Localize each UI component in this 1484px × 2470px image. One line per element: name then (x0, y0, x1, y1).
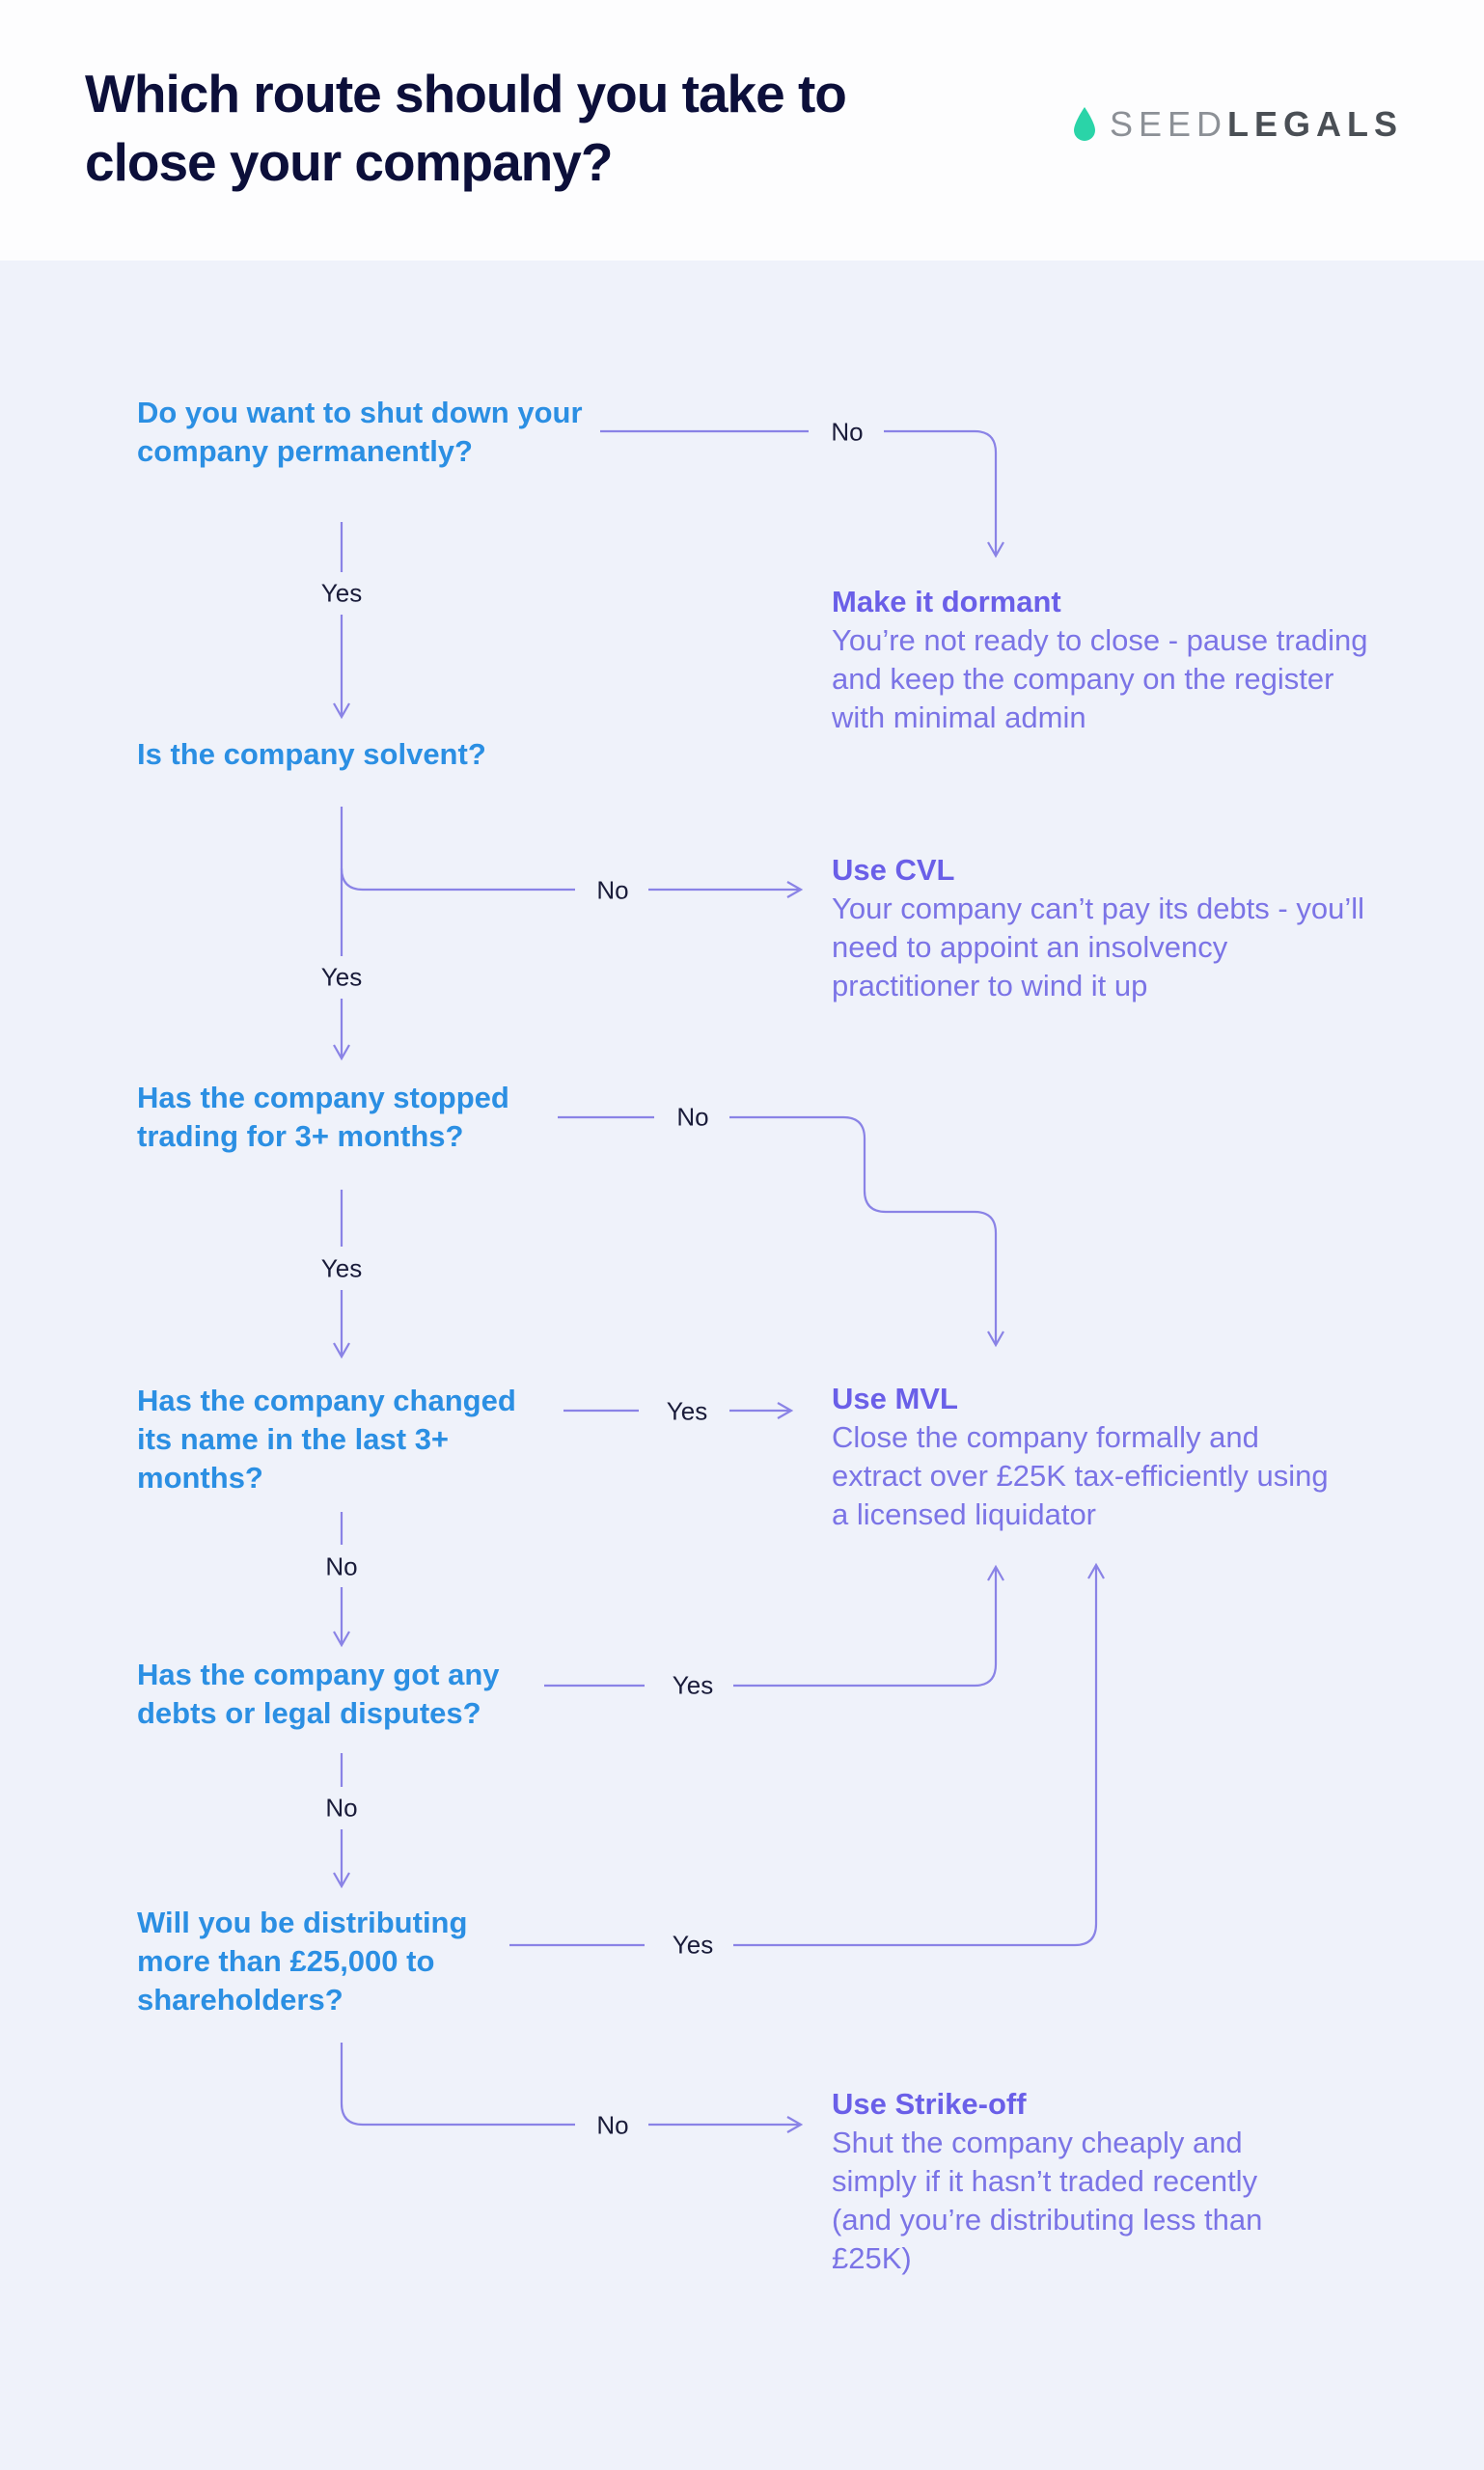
edge-q6-no (340, 2043, 801, 2125)
edge-label-q6-yes: Yes (672, 1930, 714, 1960)
question-debts-or-disputes: Has the company got any debts or legal d… (137, 1658, 500, 1730)
question-shut-down-permanently: Do you want to shut down your company pe… (137, 396, 583, 468)
logo-text-seed: SEED (1110, 104, 1228, 144)
outcome-description: Close the company formally and extract o… (832, 1420, 1329, 1531)
outcome-title: Use CVL (832, 853, 955, 887)
outcome-use-mvl: Use MVL Close the company formally and e… (832, 1380, 1333, 1534)
outcome-make-dormant: Make it dormant You’re not ready to clos… (832, 583, 1372, 737)
header: Which route should you take to close you… (0, 0, 1484, 261)
edge-label-q4-yes: Yes (666, 1396, 708, 1426)
outcome-use-cvl: Use CVL Your company can’t pay its debts… (832, 851, 1372, 1005)
page-title: Which route should you take to close you… (85, 64, 847, 192)
edge-label-q1-yes: Yes (320, 578, 363, 608)
logo-text: SEEDLEGALS (1110, 104, 1403, 145)
edge-label-q1-no: No (831, 417, 864, 447)
outcome-description: Shut the company cheaply and simply if i… (832, 2126, 1263, 2275)
outcome-description: You’re not ready to close - pause tradin… (832, 623, 1368, 734)
outcome-title: Make it dormant (832, 585, 1061, 618)
edge-label-q4-no: No (325, 1551, 358, 1581)
outcome-use-strike-off: Use Strike-off Shut the company cheaply … (832, 2085, 1314, 2278)
edge-label-q2-no: No (596, 875, 629, 905)
edge-label-q5-no: No (325, 1793, 358, 1823)
edge-q6-yes (509, 1565, 1096, 1947)
edge-q2-no (340, 807, 801, 890)
edge-label-q3-yes: Yes (320, 1253, 363, 1283)
edge-label-q5-yes: Yes (672, 1670, 714, 1700)
edge-q1-no (600, 429, 996, 556)
outcome-title: Use Strike-off (832, 2087, 1027, 2121)
drop-icon (1074, 107, 1095, 141)
question-changed-name: Has the company changed its name in the … (137, 1384, 516, 1495)
edge-q3-no (558, 1115, 996, 1345)
logo-text-legals: LEGALS (1227, 104, 1404, 144)
question-distributing-over-25000: Will you be distributing more than £25,0… (137, 1906, 468, 2017)
question-company-solvent: Is the company solvent? (137, 737, 486, 771)
edge-label-q2-yes: Yes (320, 962, 363, 992)
edge-label-q3-no: No (676, 1102, 709, 1132)
outcome-description: Your company can’t pay its debts - you’l… (832, 892, 1364, 1002)
edge-q5-yes (544, 1567, 996, 1688)
edge-label-q6-no: No (596, 2110, 629, 2140)
seedlegals-logo: SEEDLEGALS (1071, 100, 1403, 149)
outcome-title: Use MVL (832, 1382, 958, 1415)
question-stopped-trading: Has the company stopped trading for 3+ m… (137, 1081, 509, 1153)
